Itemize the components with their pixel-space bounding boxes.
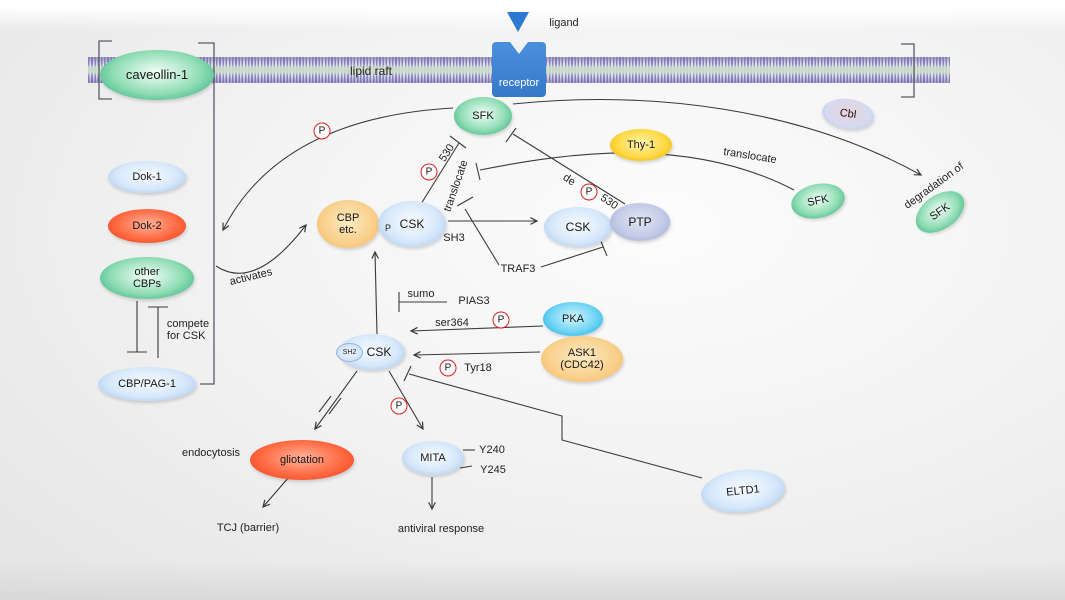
lipid-raft-label: lipid raft bbox=[349, 64, 393, 78]
traf3-label: TRAF3 bbox=[500, 263, 536, 275]
node-ask1: ASK1 (CDC42) bbox=[541, 336, 623, 382]
tbar-eltd1-csk bbox=[403, 365, 412, 382]
arrow-pka-ser364 bbox=[409, 325, 544, 335]
arrow-csk-to-cbp bbox=[371, 250, 379, 335]
node-label: (CDC42) bbox=[560, 359, 604, 371]
node-receptor: receptor bbox=[492, 42, 546, 97]
translocate-label-2: translocate bbox=[722, 145, 778, 167]
node-label: Thy-1 bbox=[626, 139, 656, 151]
tyr18-label: Tyr18 bbox=[464, 362, 492, 374]
node-label: CBPs bbox=[132, 278, 162, 290]
node-thy-1: Thy-1 bbox=[610, 129, 672, 161]
antiviral-label: antiviral response bbox=[397, 523, 485, 535]
phospho-icon: P bbox=[580, 183, 598, 201]
sh2-domain: SH2 bbox=[336, 343, 363, 362]
node-label: CBP bbox=[336, 212, 360, 224]
node-dok-2: Dok-2 bbox=[108, 209, 186, 243]
node-dok-1: Dok-1 bbox=[108, 161, 186, 193]
translocate-label-1: translocate bbox=[441, 158, 471, 214]
node-label: SFK bbox=[806, 192, 830, 210]
node-label: SFK bbox=[472, 110, 494, 122]
node-csk-2: CSK bbox=[544, 207, 612, 247]
tbar-translocate bbox=[475, 162, 481, 181]
node-ptp: PTP bbox=[610, 203, 670, 241]
node-sfk-top: SFK bbox=[454, 97, 512, 135]
phospho-icon: P bbox=[492, 311, 510, 329]
tbar-dep530-sfk bbox=[505, 127, 517, 143]
node-label: CBP/PAG-1 bbox=[118, 378, 176, 390]
receptor-label: receptor bbox=[498, 77, 540, 89]
break-mark-2 bbox=[328, 397, 342, 415]
node-caveollin-1: caveollin-1 bbox=[100, 50, 214, 100]
ligand-icon bbox=[507, 12, 529, 32]
node-mita: MITA bbox=[402, 441, 464, 475]
pias3-label: PIAS3 bbox=[458, 295, 490, 307]
node-label: SFK bbox=[927, 200, 953, 224]
ser364-label: ser364 bbox=[435, 317, 469, 329]
tbar-traf3-left bbox=[456, 196, 474, 207]
node-cbp-pag-1: CBP/PAG-1 bbox=[98, 367, 196, 401]
arrow-csk-gliotation bbox=[314, 370, 358, 431]
node-label: MITA bbox=[420, 452, 446, 464]
node-label: Cbl bbox=[838, 106, 858, 122]
node-sfk-right: SFK bbox=[788, 178, 848, 224]
line-traf3-right bbox=[540, 246, 604, 268]
sh2-label: SH2 bbox=[342, 349, 357, 356]
node-label: gliotation bbox=[279, 454, 325, 466]
sumo-label: sumo bbox=[407, 288, 435, 300]
activates-label: activates bbox=[228, 265, 274, 289]
ligand-label: ligand bbox=[549, 17, 579, 29]
y245-label: Y245 bbox=[480, 464, 506, 476]
p-site-label: P bbox=[384, 223, 392, 233]
node-csk-main: CSK bbox=[378, 201, 446, 247]
phospho-icon: P bbox=[390, 397, 408, 415]
break-mark-1 bbox=[318, 395, 332, 413]
node-gliotation: gliotation bbox=[250, 440, 354, 480]
node-label: CSK bbox=[366, 345, 392, 359]
node-pka: PKA bbox=[543, 302, 603, 336]
arrow-gliotation-tcj bbox=[262, 476, 290, 509]
node-label: other bbox=[134, 266, 160, 278]
phospho-icon: P bbox=[313, 122, 331, 140]
tick-y245 bbox=[459, 465, 473, 469]
node-cbl: Cbl bbox=[820, 95, 876, 133]
node-cbp-etc: CBP etc. bbox=[317, 200, 379, 248]
endocytosis-label: endocytosis bbox=[181, 447, 241, 459]
tcj-label: TCJ (barrier) bbox=[216, 522, 280, 534]
sh3-label: SH3 bbox=[443, 232, 465, 244]
node-label: Dok-1 bbox=[132, 171, 162, 183]
node-label: PTP bbox=[628, 215, 652, 229]
node-label: Dok-2 bbox=[132, 220, 162, 232]
site-530-label: 530 bbox=[436, 142, 458, 164]
phospho-icon: P bbox=[439, 359, 457, 377]
node-label: ASK1 bbox=[567, 347, 597, 359]
compete-label: compete for CSK bbox=[166, 318, 210, 342]
node-label: CSK bbox=[399, 217, 425, 231]
node-label: PKA bbox=[561, 313, 584, 325]
line-traf3-left bbox=[464, 208, 500, 266]
node-other-cbps: other CBPs bbox=[100, 257, 194, 299]
arrow-ask1-tyr18 bbox=[412, 351, 541, 359]
phospho-icon: P bbox=[420, 163, 438, 181]
y240-label: Y240 bbox=[479, 444, 505, 456]
receptor-notch bbox=[510, 42, 528, 54]
node-label: CSK bbox=[565, 220, 591, 234]
node-label: etc. bbox=[339, 224, 357, 236]
arrow-activates-cbp bbox=[215, 223, 307, 274]
node-label: caveollin-1 bbox=[125, 67, 189, 82]
de-label: de bbox=[560, 171, 578, 189]
node-eltd1: ELTD1 bbox=[699, 465, 787, 517]
node-label: ELTD1 bbox=[725, 483, 761, 499]
